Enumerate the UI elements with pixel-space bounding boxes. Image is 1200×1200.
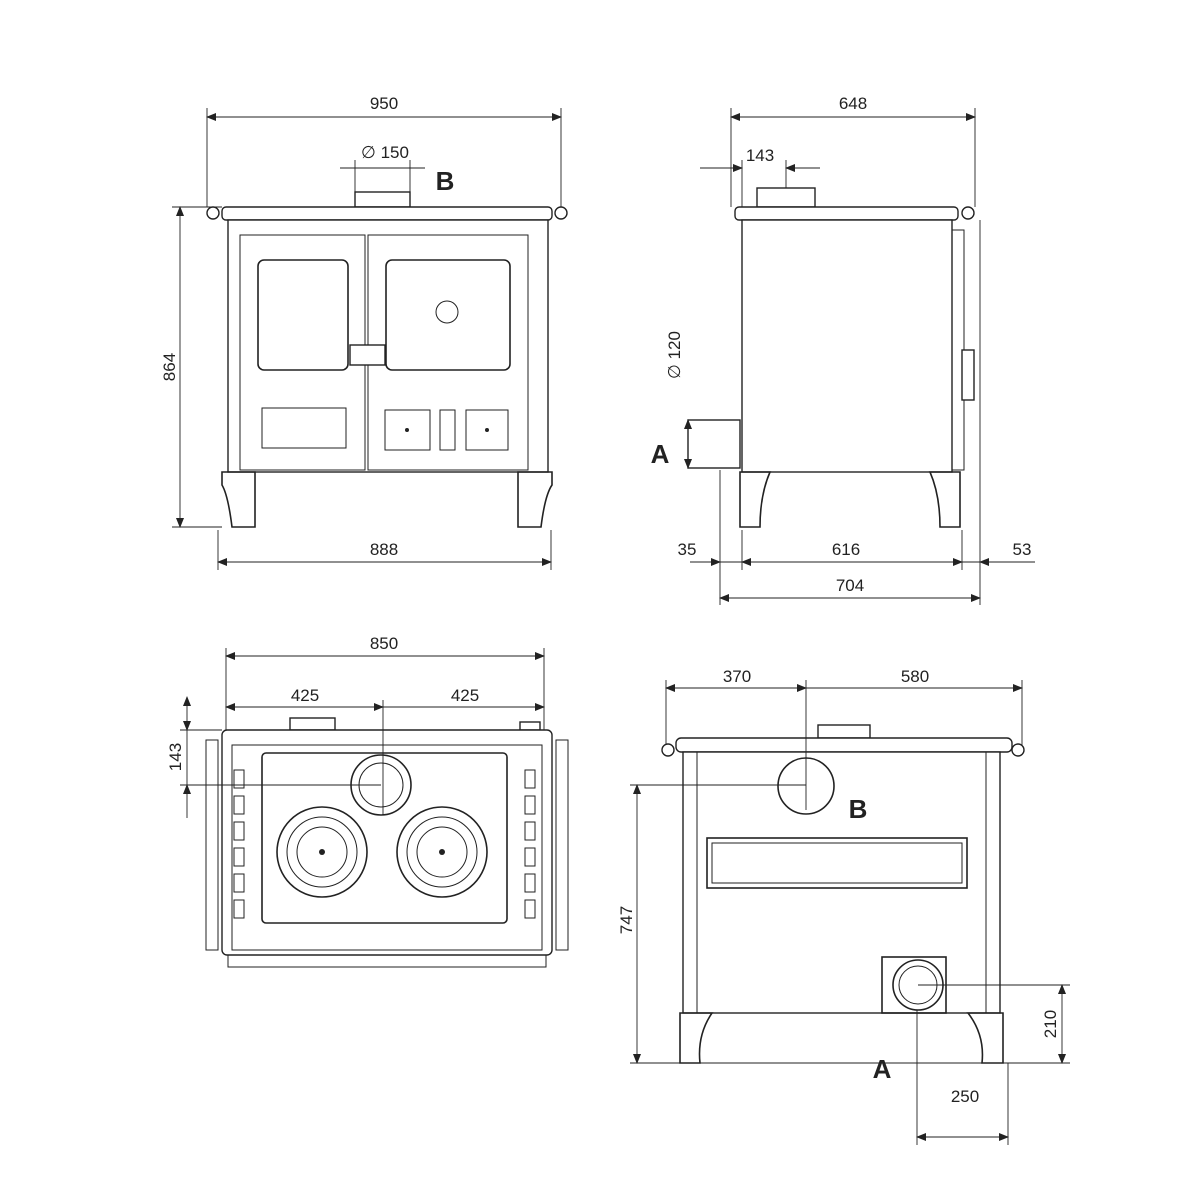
hob-plate: [261, 752, 508, 924]
front-dimensions: 950 ∅ 150 B 864 888: [160, 94, 562, 570]
rear-dimensions: 370 580 B 747 210 250 A: [617, 667, 1070, 1145]
dim-580: 580: [901, 667, 929, 686]
dim-425-right: 425: [451, 686, 479, 705]
rear-flue-pipe-a: [687, 419, 741, 469]
ash-drawer: [261, 407, 347, 449]
dim-950: 950: [370, 94, 398, 113]
label-b: B: [436, 166, 455, 196]
top-view: [205, 717, 569, 968]
dim-35: 35: [678, 540, 697, 559]
dim-flue-120: ∅ 120: [665, 331, 684, 379]
dim-425-left: 425: [291, 686, 319, 705]
label-a: A: [651, 439, 670, 469]
dim-143: 143: [746, 146, 774, 165]
side-dimensions: 648 143 ∅ 120 A 35 616 53 704: [651, 94, 1035, 605]
leg: [517, 471, 553, 528]
front-rail: [227, 954, 547, 968]
oven-glass: [385, 259, 511, 371]
dim-250: 250: [951, 1087, 979, 1106]
dim-888: 888: [370, 540, 398, 559]
door-handle: [961, 349, 975, 401]
dim-850: 850: [370, 634, 398, 653]
flue-collar-b: [354, 191, 411, 208]
label-b-rear: B: [849, 794, 868, 824]
hotplate-right: [396, 806, 488, 898]
rear-heat-shield: [706, 837, 968, 889]
top-dimensions: 850 425 425 143: [166, 634, 545, 818]
dim-flue-150: ∅ 150: [361, 143, 409, 162]
dim-143-top: 143: [166, 743, 185, 771]
leg: [928, 471, 961, 528]
label-a-rear: A: [873, 1054, 892, 1084]
leg: [221, 471, 256, 528]
leg: [679, 1012, 714, 1064]
thermometer-icon: [435, 300, 459, 324]
dim-210: 210: [1041, 1010, 1060, 1038]
firebox-glass: [257, 259, 349, 371]
leg: [739, 471, 772, 528]
cooktop-plate: [734, 206, 959, 221]
door-handle: [349, 344, 386, 366]
side-view: [687, 187, 975, 528]
dim-704: 704: [836, 576, 864, 595]
cooktop-plate: [221, 206, 553, 221]
hotplate-left: [276, 806, 368, 898]
dim-370: 370: [723, 667, 751, 686]
dim-53: 53: [1013, 540, 1032, 559]
towel-rail-knob: [554, 206, 568, 220]
towel-rail: [205, 739, 219, 951]
cooktop-plate: [675, 737, 1013, 753]
leg: [966, 1012, 1004, 1064]
front-view: [206, 191, 568, 528]
dim-648: 648: [839, 94, 867, 113]
dim-616: 616: [832, 540, 860, 559]
dim-864: 864: [160, 353, 179, 381]
stove-body: [227, 219, 549, 473]
dim-747: 747: [617, 906, 636, 934]
rear-view: [661, 724, 1025, 1064]
towel-rail-knob: [206, 206, 220, 220]
flue-collar: [756, 187, 816, 208]
towel-rail: [555, 739, 569, 951]
side-panel: [741, 219, 953, 473]
